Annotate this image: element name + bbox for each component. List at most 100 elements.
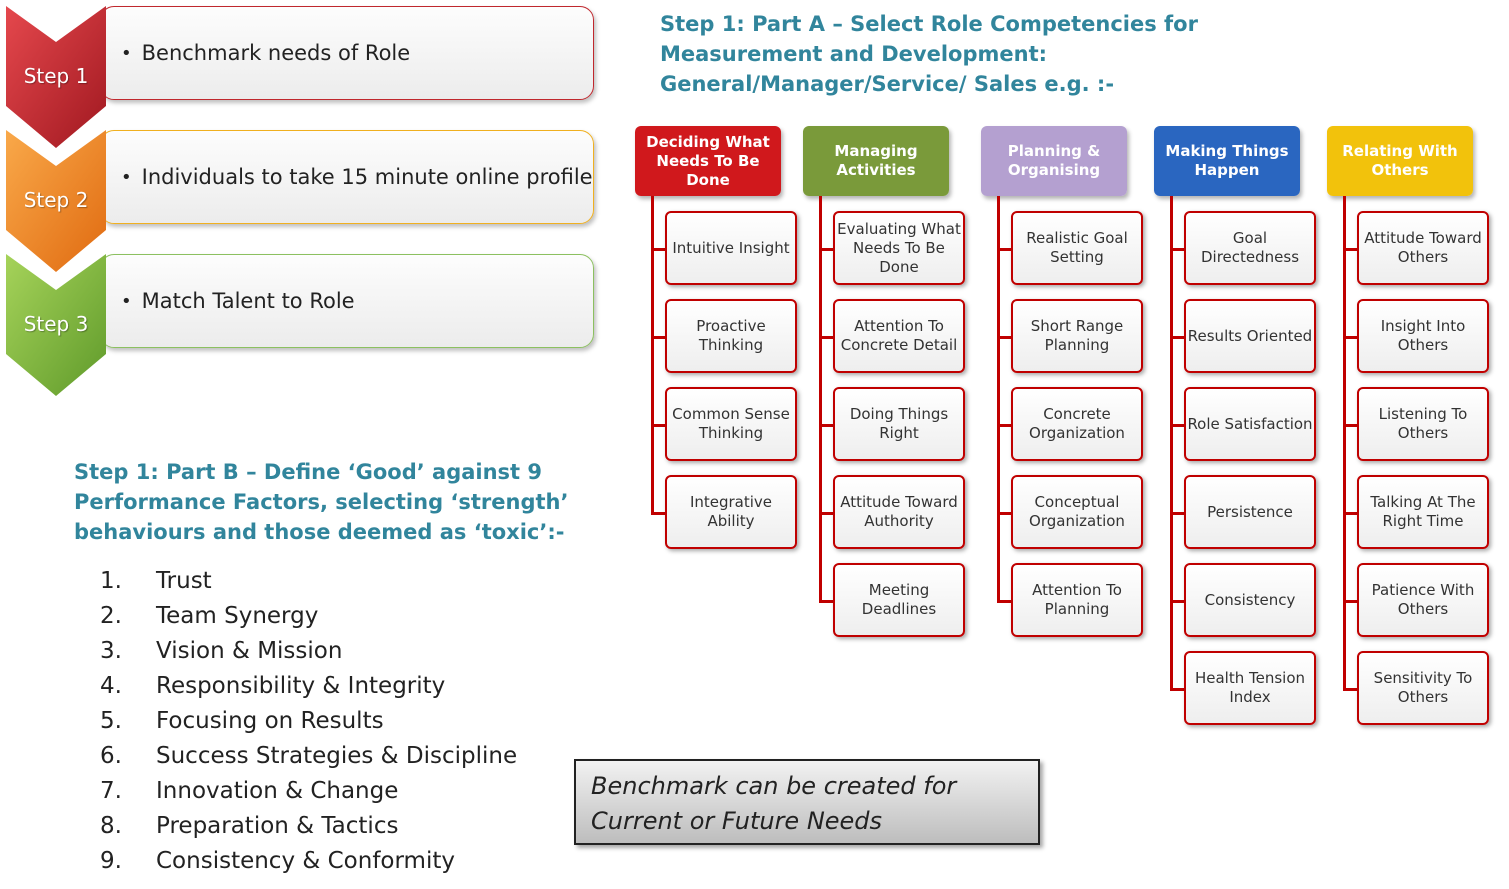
factor-number: 1. [100, 567, 122, 594]
connector-line [1170, 512, 1184, 515]
factor-text: Responsibility & Integrity [156, 672, 446, 699]
competency-item: Realistic Goal Setting [1011, 211, 1143, 285]
competency-item: Results Oriented [1184, 299, 1316, 373]
factor-item: 9. Consistency & Conformity [100, 843, 517, 878]
connector-line [997, 248, 1011, 251]
factor-number: 9. [100, 847, 122, 874]
connector-line [1343, 512, 1357, 515]
note-line-2: Current or Future Needs [591, 807, 883, 835]
part-a-line-1: Step 1: Part A – Select Role Competencie… [660, 12, 1198, 36]
factor-item: 3.Vision & Mission [100, 633, 517, 668]
factor-item: 7.Innovation & Change [100, 773, 517, 808]
step-2-chevron-icon [6, 130, 106, 272]
connector-line [651, 248, 665, 251]
competency-item-label: Integrative Ability [689, 493, 773, 530]
part-a-line-2: Measurement and Development: [660, 42, 1048, 66]
bullet: • [121, 290, 132, 312]
connector-line [997, 196, 1000, 602]
connector-line [651, 196, 654, 514]
competency-item-label: Role Satisfaction [1187, 414, 1313, 433]
competency-item-label: Insight Into Others [1380, 317, 1466, 354]
connector-line [1170, 248, 1184, 251]
factor-number: 8. [100, 812, 122, 839]
competency-header-label: Relating With Others [1342, 142, 1458, 179]
connector-line [1343, 688, 1357, 691]
competency-item: Common Sense Thinking [665, 387, 797, 461]
connector-line [1343, 424, 1357, 427]
part-b-line-1: Step 1: Part B – Define ‘Good’ against 9 [74, 460, 543, 484]
factor-item: 1. Trust [100, 563, 517, 598]
factor-text: Preparation & Tactics [156, 812, 399, 839]
competency-item-label: Sensitivity To Others [1373, 669, 1473, 706]
step-1-card: • Benchmark needs of Role [100, 6, 594, 100]
competency-item-label: Concrete Organization [1029, 405, 1125, 442]
connector-line [997, 600, 1011, 603]
factor-text: Success Strategies & Discipline [156, 742, 518, 769]
competency-header-1: Deciding What Needs To Be Done [635, 126, 781, 196]
competency-item-label: Consistency [1204, 590, 1296, 609]
competency-header-2: Managing Activities [803, 126, 949, 196]
connector-line [651, 512, 665, 515]
competency-item-label: Talking At The Right Time [1370, 493, 1476, 530]
factor-text: Consistency & Conformity [156, 847, 455, 874]
competency-item: Doing Things Right [833, 387, 965, 461]
competency-item-label: Goal Directedness [1200, 229, 1300, 266]
competency-item-label: Results Oriented [1187, 326, 1313, 345]
competency-item-label: Evaluating What Needs To Be Done [837, 219, 961, 276]
competency-item: Sensitivity To Others [1357, 651, 1489, 725]
connector-line [819, 336, 833, 339]
benchmark-note: Benchmark can be created for Current or … [574, 759, 1040, 845]
step-1-label: Step 1 [23, 64, 89, 88]
connector-line [1343, 248, 1357, 251]
connector-line [1170, 688, 1184, 691]
step-2-text: Individuals to take 15 minute online pro… [141, 165, 593, 189]
competency-item: Proactive Thinking [665, 299, 797, 373]
competency-item-label: Listening To Others [1378, 405, 1468, 442]
bullet: • [121, 166, 132, 188]
step-1-text: Benchmark needs of Role [141, 41, 411, 65]
factor-number: 7. [100, 777, 122, 804]
factor-text: Trust [156, 567, 212, 594]
competency-item: Conceptual Organization [1011, 475, 1143, 549]
connector-line [997, 424, 1011, 427]
connector-line [1170, 336, 1184, 339]
connector-line [819, 600, 833, 603]
factor-item: 8. Preparation & Tactics [100, 808, 517, 843]
factor-item: 5.Focusing on Results [100, 703, 517, 738]
competency-item: Health Tension Index [1184, 651, 1316, 725]
competency-item: Attitude Toward Others [1357, 211, 1489, 285]
factor-item: 2.Team Synergy [100, 598, 517, 633]
competency-item-label: Proactive Thinking [696, 317, 766, 354]
competency-item-label: Attention To Planning [1032, 581, 1122, 618]
competency-item: Concrete Organization [1011, 387, 1143, 461]
step-3-label: Step 3 [23, 312, 89, 336]
factor-text: Focusing on Results [156, 707, 384, 734]
competency-item-label: Doing Things Right [849, 405, 949, 442]
competency-header-label: Managing Activities [834, 142, 918, 179]
connector-line [819, 512, 833, 515]
step-2-card: • Individuals to take 15 minute online p… [100, 130, 594, 224]
connector-line [1170, 600, 1184, 603]
connector-line [651, 336, 665, 339]
competency-item-label: Attitude Toward Authority [840, 493, 958, 530]
competency-header-4: Making Things Happen [1154, 126, 1300, 196]
connector-line [997, 512, 1011, 515]
competency-item-label: Short Range Planning [1030, 317, 1124, 354]
competency-item: Attention To Concrete Detail [833, 299, 965, 373]
bullet: • [121, 42, 132, 64]
competency-item: Evaluating What Needs To Be Done [833, 211, 965, 285]
part-b-heading: Step 1: Part B – Define ‘Good’ against 9… [74, 457, 568, 547]
competency-item-label: Meeting Deadlines [861, 581, 937, 618]
note-line-1: Benchmark can be created for [591, 772, 957, 800]
connector-line [819, 424, 833, 427]
competency-item: Role Satisfaction [1184, 387, 1316, 461]
competency-item: Consistency [1184, 563, 1316, 637]
competency-item-label: Persistence [1207, 502, 1293, 521]
step-2-label: Step 2 [23, 188, 89, 212]
part-a-heading: Step 1: Part A – Select Role Competencie… [660, 9, 1198, 99]
competency-item-label: Realistic Goal Setting [1026, 229, 1128, 266]
step-3-text: Match Talent to Role [141, 289, 355, 313]
competency-item: Intuitive Insight [665, 211, 797, 285]
competency-item: Attitude Toward Authority [833, 475, 965, 549]
connector-line [819, 196, 822, 602]
